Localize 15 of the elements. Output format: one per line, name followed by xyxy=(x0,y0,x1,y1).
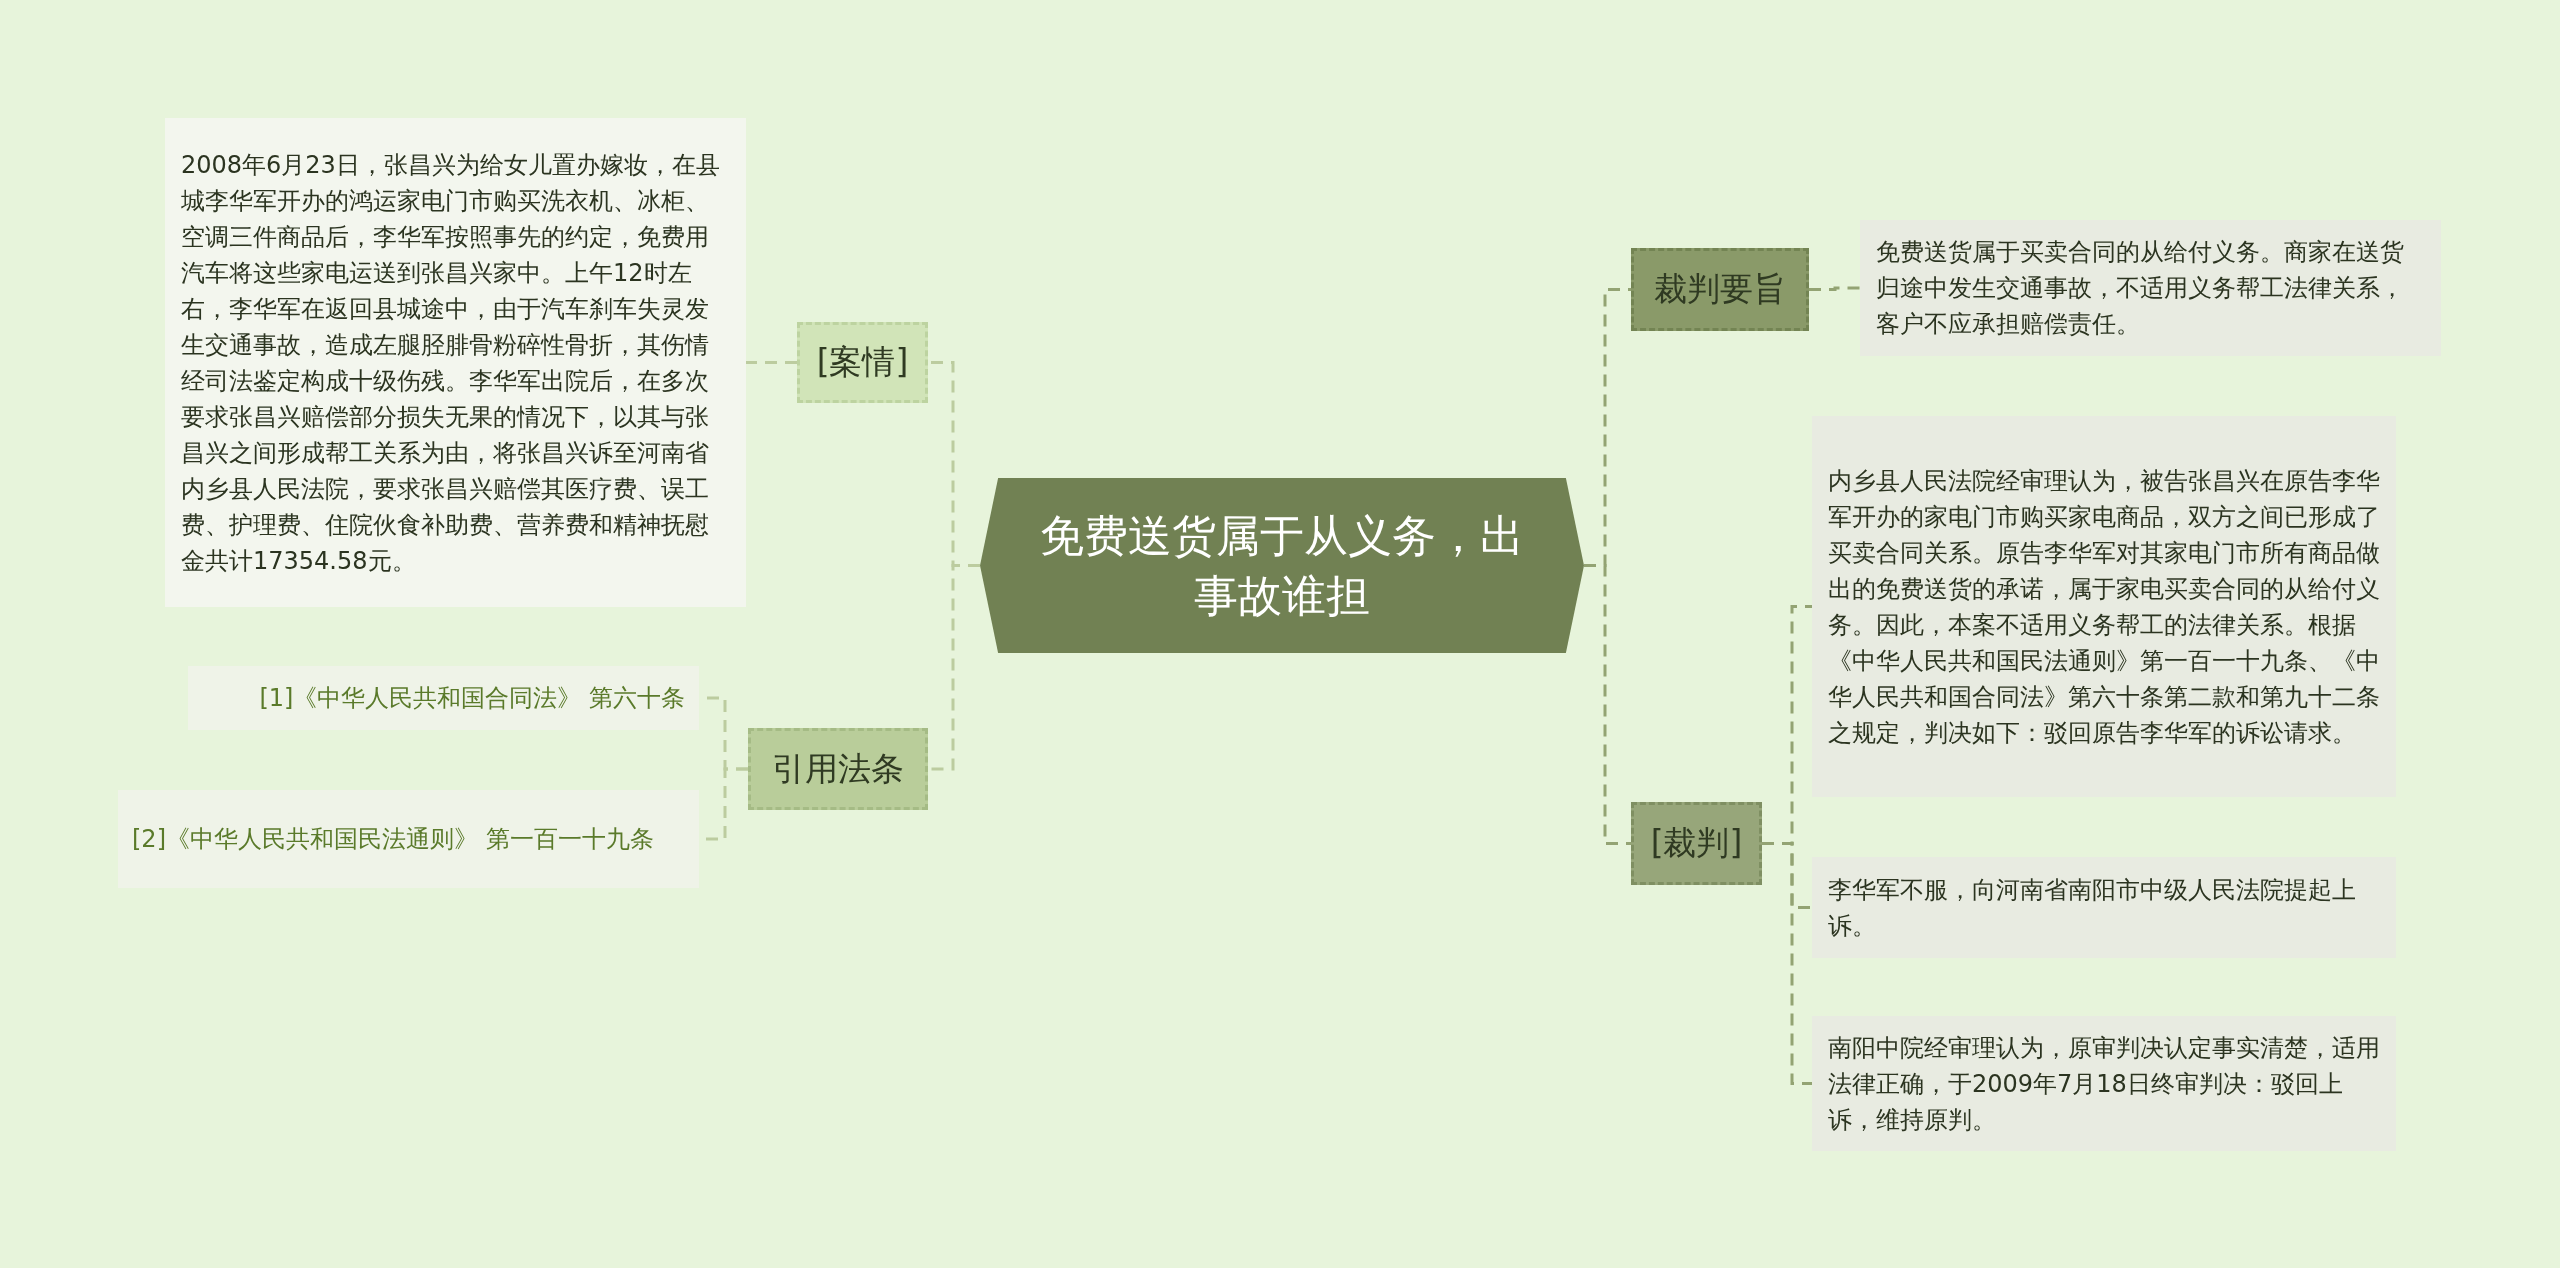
text-card: 李华军不服，向河南省南阳市中级人民法院提起上诉。 xyxy=(1812,857,2396,958)
branch-box: [案情] xyxy=(797,322,928,403)
connector xyxy=(746,361,797,364)
text-card: 2008年6月23日，张昌兴为给女儿置办嫁妆，在县城李华军开办的鸿运家电门市购买洗衣机、冰柜、空调三件商品后，李华军按照事先的约定，免费用汽车将这些家电运送到张昌兴家中。上午12时左右，李华军在返回县城途中，由于汽车刹车失灵发生交通事故，造成左腿胫腓骨粉碎性骨折，其伤情经司法鉴定构成十级伤残。李华军出院后，在多次要求张昌兴赔偿部分损失无果的情况下，以其与张昌兴之间形成帮工关系为由，将张昌兴诉至河南省内乡县人民法院，要求张昌兴赔偿其医疗费、误工费、护理费、住院伙食补助费、营养费和精神抚慰金共计17354.58元。 xyxy=(165,118,746,607)
connector xyxy=(1762,842,1812,1085)
text-card: 内乡县人民法院经审理认为，被告张昌兴在原告李华军开办的家电门市购买家电商品，双方之间已形成了买卖合同关系。原告李华军对其家电门市所有商品做出的免费送货的承诺，属于家电买卖合同的从给付义务。因此，本案不适用义务帮工的法律关系。根据《中华人民共和国民法通则》第一百一十九条、《中华人民共和国合同法》第六十条第二款和第九十二条之规定，判决如下：驳回原告李华军的诉讼请求。 xyxy=(1812,416,2396,797)
text-card: 免费送货属于买卖合同的从给付义务。商家在送货归途中发生交通事故，不适用义务帮工法律关系，客户不应承担赔偿责任。 xyxy=(1860,220,2441,356)
branch-box: [裁判] xyxy=(1631,802,1762,885)
branch-box: 裁判要旨 xyxy=(1631,248,1809,331)
citation-card: [1]《中华人民共和国合同法》 第六十条 xyxy=(188,666,699,730)
connector xyxy=(1809,286,1860,291)
text-card: 南阳中院经审理认为，原审判决认定事实清楚，适用法律正确，于2009年7月18日终审判决：驳回上诉，维持原判。 xyxy=(1812,1016,2396,1151)
citation-card: [2]《中华人民共和国民法通则》 第一百一十九条 xyxy=(118,790,699,888)
branch-box: 引用法条 xyxy=(748,728,928,810)
connector xyxy=(1584,564,1631,845)
